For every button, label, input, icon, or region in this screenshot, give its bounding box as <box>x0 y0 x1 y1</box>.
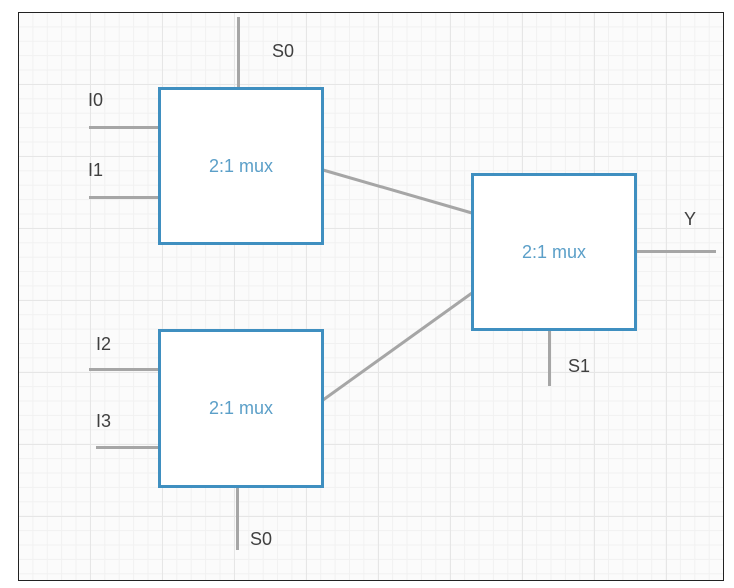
mux-top: 2:1 mux <box>158 87 324 245</box>
i1-wire <box>89 196 159 199</box>
s0-top-label: S0 <box>272 41 295 61</box>
i2-wire <box>89 368 159 371</box>
mux-output: 2:1 mux <box>471 173 637 331</box>
mux-output-label: 2:1 mux <box>521 241 587 262</box>
i2-label: I2 <box>96 334 112 354</box>
s1-wire <box>548 330 551 386</box>
bottom-mux-to-output-wire <box>322 291 473 402</box>
mux-bottom-label: 2:1 mux <box>208 398 274 418</box>
s1-label: S1 <box>568 356 591 376</box>
mux-top-label: 2:1 mux <box>208 155 274 176</box>
i3-wire <box>96 446 159 449</box>
s0-bottom-wire <box>236 487 239 550</box>
s0-bottom-label: S0 <box>250 529 273 549</box>
s0-top-wire <box>237 17 240 87</box>
i0-label: I0 <box>88 90 104 110</box>
top-mux-to-output-wire <box>322 168 473 215</box>
mux-bottom: 2:1 mux <box>158 329 324 488</box>
y-wire <box>636 250 716 253</box>
i1-label: I1 <box>88 160 104 180</box>
i0-wire <box>89 126 159 129</box>
i3-label: I3 <box>96 411 112 431</box>
y-output-label: Y <box>684 209 697 229</box>
